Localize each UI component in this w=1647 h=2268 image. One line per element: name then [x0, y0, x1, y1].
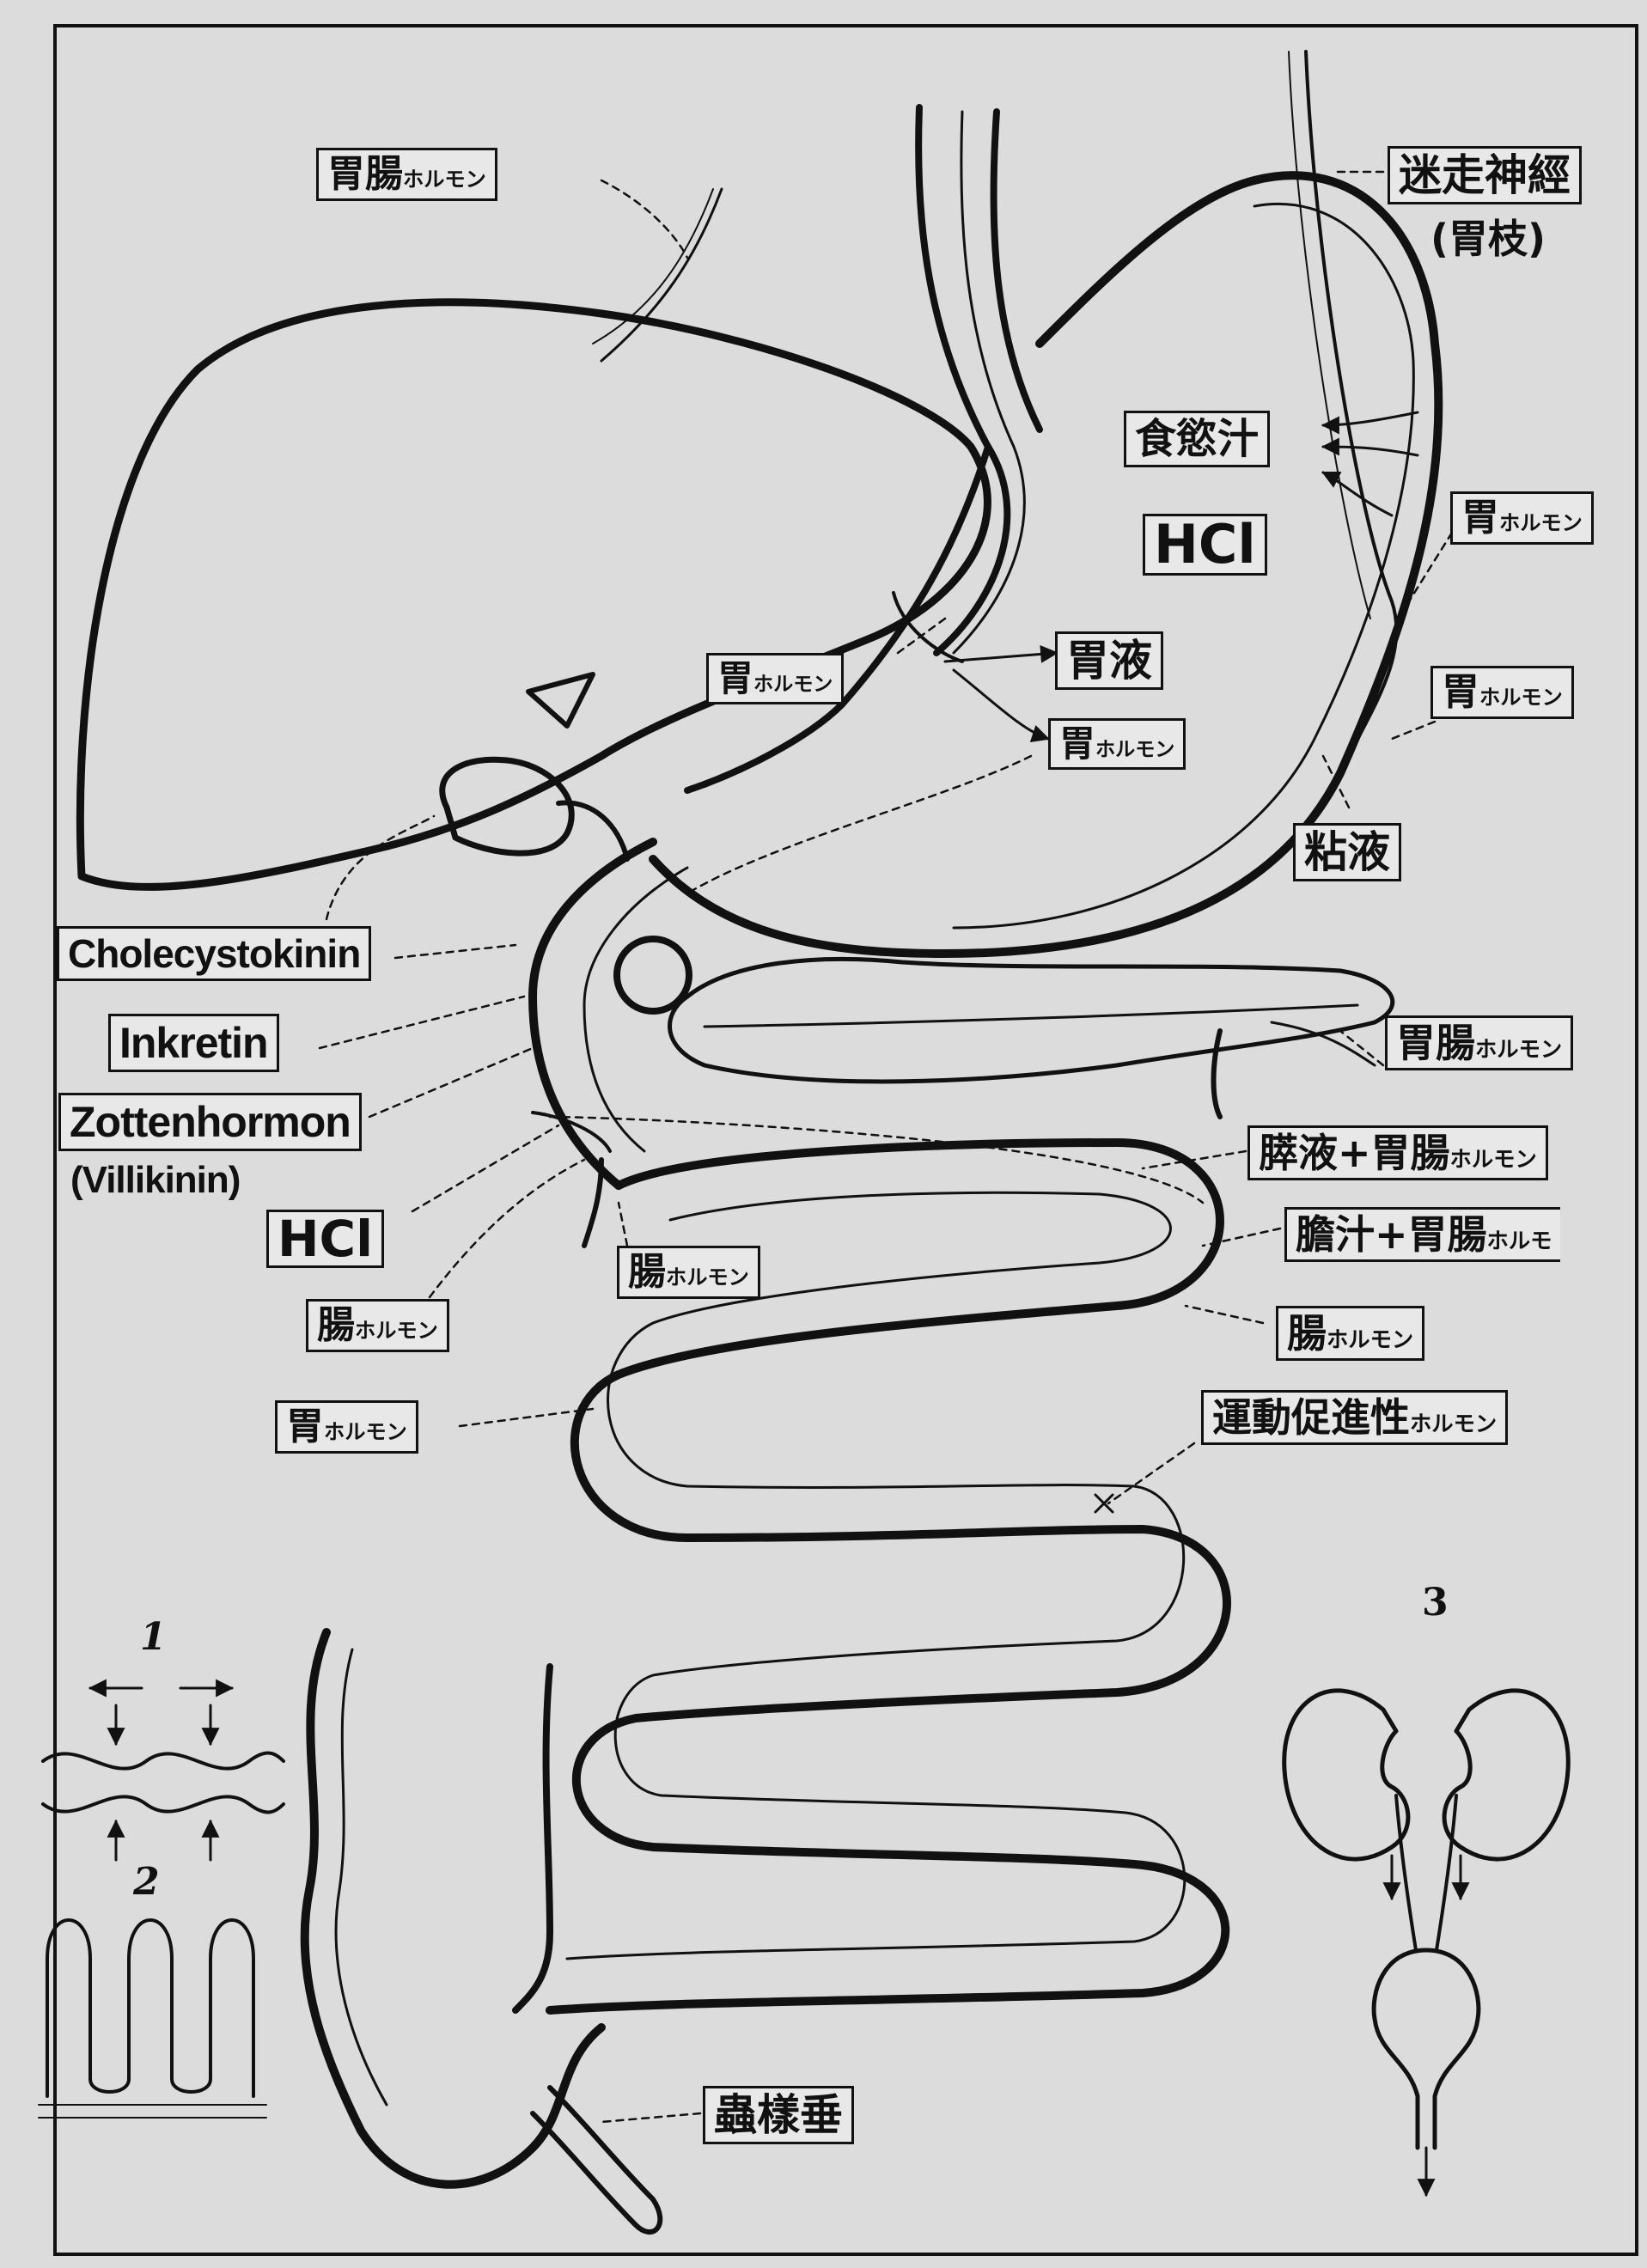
label-appendix: 蟲樣垂: [703, 2086, 854, 2144]
label-zottenhormon: Zottenhormon: [58, 1093, 362, 1151]
leader-pancreas-dotted: [550, 1117, 1203, 1203]
label-gastric-hormone-left: 胃ホルモン: [275, 1400, 418, 1454]
arrow-gastric-hormone: [954, 670, 1048, 739]
inset-number-3: 3: [1422, 1581, 1449, 1625]
vagus-nerve: [1306, 52, 1396, 756]
inset1-wave-top: [43, 1753, 284, 1769]
inset-number-1: 1: [140, 1615, 167, 1659]
label-mucus: 粘液: [1293, 823, 1401, 881]
inset1-wave-bottom: [43, 1796, 284, 1812]
inset3-kidney-left: [1284, 1691, 1408, 1859]
label-vagus-nerve: 迷走神經: [1388, 146, 1582, 204]
arrow-gastric-juice: [945, 653, 1057, 662]
leader-gi-top: [601, 180, 687, 258]
label-gastric-hormone-center2: 胃ホルモン: [1048, 718, 1186, 770]
arrow-appetite-2: [1323, 447, 1418, 455]
label-intestinal-hormone-center: 腸ホルモン: [617, 1246, 760, 1299]
nerve-pancreas-2: [1272, 1022, 1375, 1065]
label-gastric-hormone-center: 胃ホルモン: [706, 653, 844, 704]
pancreatic-duct: [705, 1005, 1357, 1027]
vagus-nerve-branch: [1289, 52, 1370, 619]
label-cholecystokinin: Cholecystokinin: [57, 926, 371, 981]
label-gi-hormone-top: 胃腸ホルモン: [316, 148, 497, 201]
stomach-inner: [687, 447, 988, 790]
nerve-duodenum-down: [584, 1160, 601, 1246]
label-gastric-hormone-right1: 胃ホルモン: [1450, 491, 1594, 545]
arrow-appetite-1: [1323, 412, 1418, 425]
label-gi-hormone-pancreas: 胃腸ホルモン: [1385, 1015, 1573, 1070]
label-motility-hormone: 運動促進性ホルモン: [1201, 1390, 1508, 1445]
inset3-bladder: [1374, 1950, 1479, 2148]
label-inkretin: Inkretin: [108, 1014, 279, 1072]
label-hcl-duodenum: HCl: [266, 1210, 384, 1268]
label-bile: 膽汁+胃腸ホルモ: [1284, 1207, 1560, 1262]
inset3-kidney-right: [1444, 1691, 1568, 1859]
label-gastric-branch: (胃枝): [1430, 219, 1546, 259]
liver-outline: [80, 302, 987, 887]
leader-intestinal-right: [1186, 1306, 1263, 1323]
label-hcl-stomach: HCl: [1143, 514, 1267, 576]
pancreas: [670, 959, 1393, 1082]
leader-intestinal-left: [430, 1160, 584, 1297]
leader-motility: [1108, 1443, 1194, 1503]
leader-stomach-dotted: [687, 756, 1031, 893]
leader-cholecystokinin: [395, 945, 515, 958]
label-intestinal-hormone-left: 腸ホルモン: [306, 1299, 449, 1352]
nerve-pancreas: [1214, 1031, 1221, 1117]
leader-cholecystokinin-gb: [326, 816, 434, 919]
inset2-villi: [47, 1920, 253, 2096]
liver-triangle: [528, 674, 593, 726]
leader-inkretin: [320, 997, 524, 1048]
leader-intestinal-center: [619, 1203, 627, 1246]
label-pancreatic-juice: 膵液+胃腸ホルモン: [1247, 1125, 1548, 1180]
label-gastric-hormone-right2: 胃ホルモン: [1430, 666, 1574, 719]
label-intestinal-hormone-right: 腸ホルモン: [1276, 1306, 1424, 1361]
colon-left-wall: [305, 1632, 601, 2185]
label-appetite-juice: 食慾汁: [1124, 411, 1270, 467]
label-villikinin: (Villikinin): [70, 1161, 240, 1199]
leader-appendix: [601, 2113, 700, 2122]
colon-right-wall: [515, 1667, 550, 2010]
esophagus-right: [994, 112, 1040, 430]
pylorus-ring: [617, 939, 689, 1011]
label-gastric-juice: 胃液: [1055, 631, 1163, 690]
leader-hormone-right2: [1392, 722, 1435, 739]
leader-zotten: [369, 1048, 533, 1117]
inset-number-2: 2: [133, 1860, 160, 1904]
colon-inner: [336, 1649, 387, 2105]
leader-hcl-duod: [412, 1125, 558, 1211]
